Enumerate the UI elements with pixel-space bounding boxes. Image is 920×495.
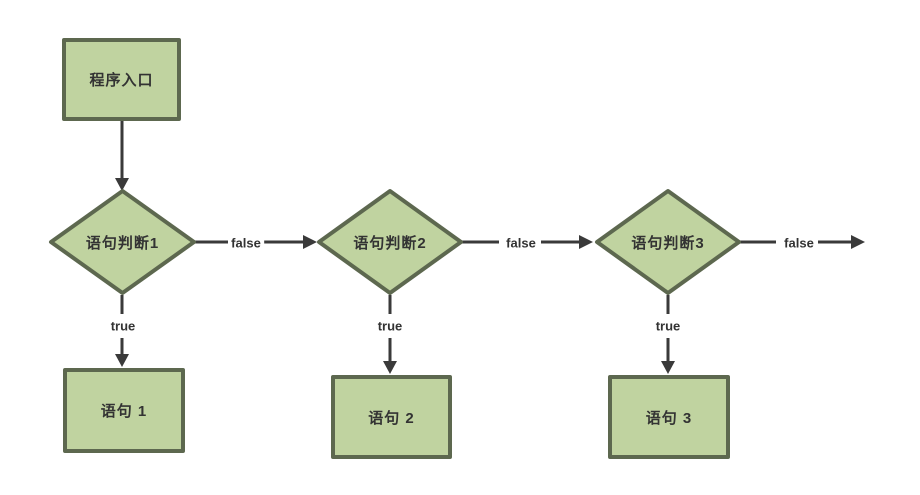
edge-label-decision2-false: false	[503, 235, 539, 251]
arrowhead-decision3-false	[851, 235, 865, 249]
arrowhead-decision2-false	[579, 235, 593, 249]
arrowhead-entry-to-decision1	[115, 178, 129, 191]
node-statement2[interactable]: 语句 2	[331, 375, 452, 459]
edge-label-decision3-false: false	[781, 235, 817, 251]
arrowhead-decision1-true	[115, 354, 129, 367]
node-statement3-label: 语句 3	[645, 409, 693, 427]
node-statement1[interactable]: 语句 1	[63, 368, 185, 453]
edge-label-decision2-true: true	[374, 318, 406, 334]
node-decision2[interactable]	[317, 189, 463, 295]
edge-label-decision3-true: true	[652, 318, 684, 334]
arrowhead-decision3-true	[661, 361, 675, 374]
edge-label-decision1-true: true	[107, 318, 139, 334]
node-entry-label: 程序入口	[89, 72, 154, 89]
node-statement3[interactable]: 语句 3	[608, 375, 730, 459]
node-decision1[interactable]	[49, 189, 196, 295]
node-decision3[interactable]	[595, 189, 741, 295]
node-statement1-label: 语句 1	[100, 403, 148, 420]
arrowhead-decision1-false	[303, 235, 317, 249]
arrowhead-decision2-true	[383, 361, 397, 374]
node-entry[interactable]: 程序入口	[62, 38, 181, 121]
edge-label-decision1-false: false	[228, 235, 264, 251]
node-statement2-label: 语句 2	[368, 409, 415, 427]
